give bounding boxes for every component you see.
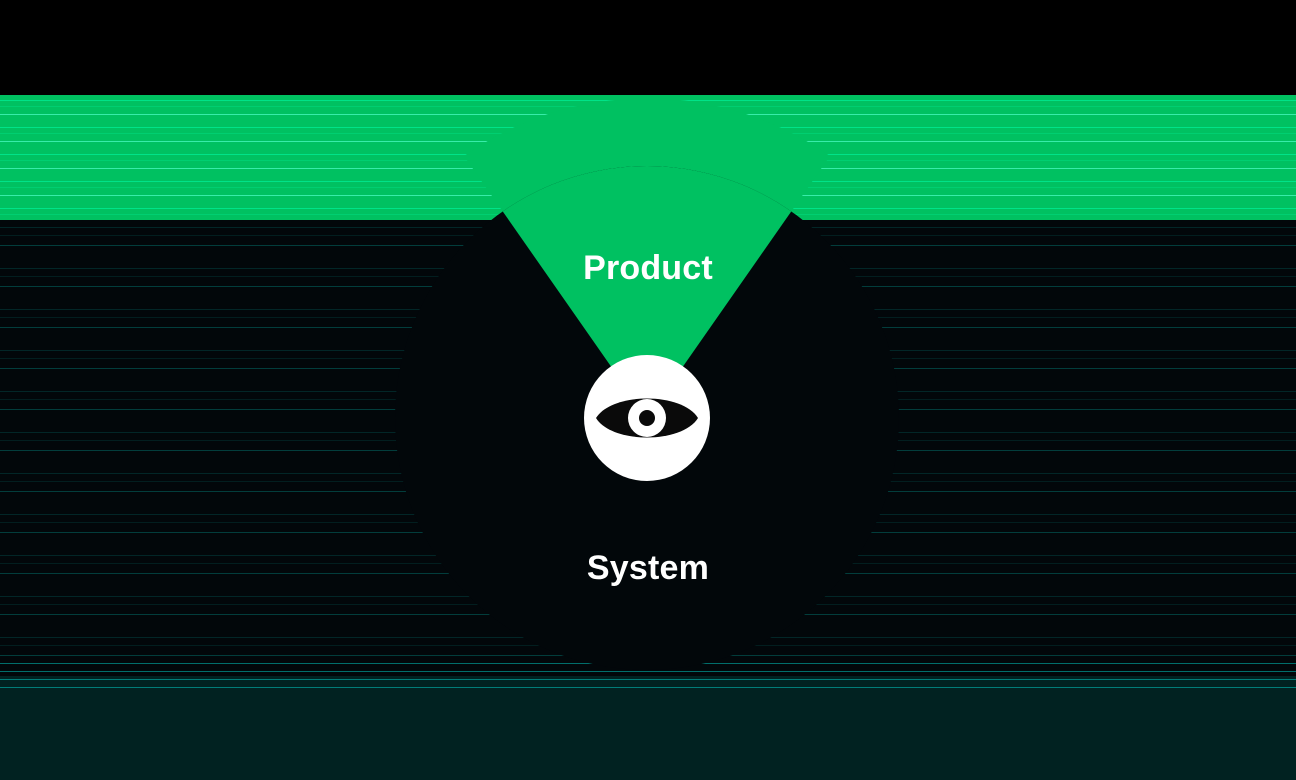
- segment-label-product: Product: [583, 249, 713, 287]
- eye-icon-pupil: [639, 410, 655, 426]
- background-band-top-black: [0, 0, 1296, 95]
- background-band-bottom-teal: [0, 676, 1296, 780]
- segment-label-system: System: [586, 549, 710, 587]
- eye-icon[interactable]: [584, 355, 710, 481]
